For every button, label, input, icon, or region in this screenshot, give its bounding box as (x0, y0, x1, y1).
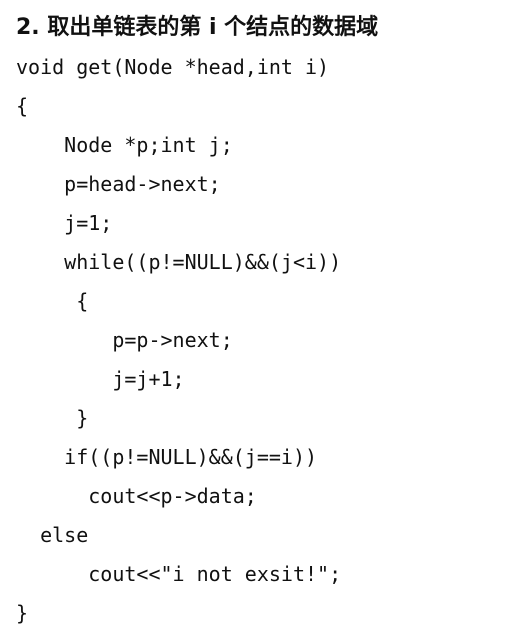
code-line: } (16, 601, 29, 625)
code-line: while((p!=NULL)&&(j<i)) (16, 250, 342, 274)
code-line: cout<<"i not exsit!"; (16, 562, 342, 586)
code-line: cout<<p->data; (16, 484, 257, 508)
code-line: Node *p;int j; (16, 133, 233, 157)
code-line: p=p->next; (16, 328, 233, 352)
code-line: if((p!=NULL)&&(j==i)) (16, 445, 318, 469)
code-line: else (16, 523, 89, 547)
code-line: } (16, 406, 89, 430)
code-line: j=1; (16, 211, 113, 235)
code-line: { (16, 289, 89, 313)
code-line: j=j+1; (16, 367, 185, 391)
section-heading: 2. 取出单链表的第 i 个结点的数据域 (16, 15, 379, 40)
code-line: void get(Node *head,int i) (16, 55, 330, 79)
code-line: { (16, 94, 29, 118)
code-block: void get(Node *head,int i) { Node *p;int … (16, 48, 341, 633)
code-line: p=head->next; (16, 172, 221, 196)
